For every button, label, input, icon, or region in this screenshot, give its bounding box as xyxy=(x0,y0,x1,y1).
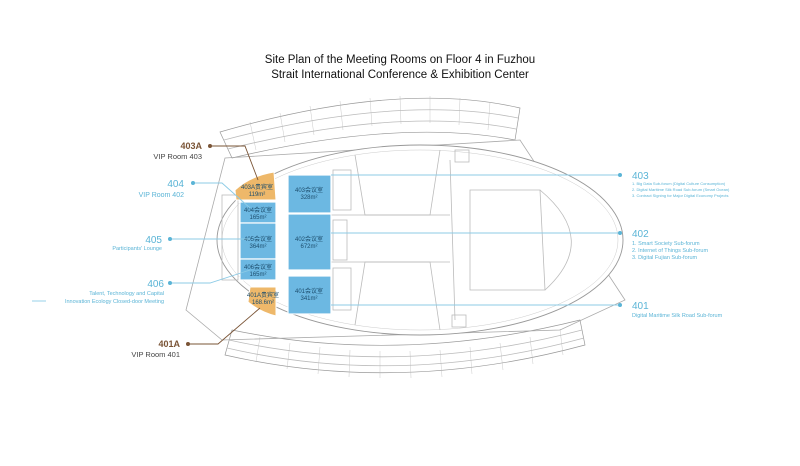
left_labels-l406-desc2: Innovation Ecology Closed-door Meeting xyxy=(65,299,164,305)
room-401a[interactable]: 401A贵宾室 168.6m² xyxy=(247,286,279,317)
label-402: 402 1. Smart Society Sub-forum 2. Intern… xyxy=(632,229,708,261)
right_labels-l402-items-1: 2. Internet of Things Sub-forum xyxy=(632,248,708,254)
label-403a: 403A VIP Room 403 xyxy=(153,141,202,161)
title-line1: Site Plan of the Meeting Rooms on Floor … xyxy=(265,54,535,66)
room-401[interactable]: 401会议室 341m² xyxy=(287,275,332,315)
right_labels-l402-items-2: 3. Digital Fujian Sub-forum xyxy=(632,255,698,261)
left_labels-l404-num: 404 xyxy=(167,179,184,190)
right_labels-l403-items-0: 1. Big Data Sub-forum (Digital Culture C… xyxy=(632,181,726,186)
label-405: 405 Participants' Lounge xyxy=(112,235,162,252)
rooms-r402-area: 672m² xyxy=(300,244,317,250)
title-line2: Strait International Conference & Exhibi… xyxy=(271,69,529,81)
rooms-r403a-area: 119m² xyxy=(249,192,266,198)
outer-boundary xyxy=(185,139,626,341)
rooms-r401-area: 341m² xyxy=(300,296,317,302)
rooms-r405-area: 364m² xyxy=(249,244,266,250)
rooms-r406-area: 165m² xyxy=(249,272,266,278)
top-grandstand xyxy=(219,95,521,159)
rooms-r406-name: 406会议室 xyxy=(244,263,272,271)
left_labels-l403a-num: 403A xyxy=(180,141,202,151)
rooms-r401-name: 401会议室 xyxy=(295,287,323,295)
left_labels-l406-desc1: Talent, Technology and Capital xyxy=(89,291,164,297)
room-403[interactable]: 403会议室 328m² xyxy=(287,174,332,214)
rooms-r401a-name: 401A贵宾室 xyxy=(247,291,279,299)
room-405[interactable]: 405会议室 364m² xyxy=(239,222,277,260)
right_labels-l402-items-0: 1. Smart Society Sub-forum xyxy=(632,241,700,247)
room-402[interactable]: 402会议室 672m² xyxy=(287,213,332,271)
rooms-r403a-name: 403A贵宾室 xyxy=(241,183,273,191)
label-406: 406 Talent, Technology and Capital Innov… xyxy=(65,279,164,305)
right_labels-l403-items-2: 3. Contract Signing for Major Digital Ec… xyxy=(632,193,728,198)
label-401: 401 Digital Maritime Silk Road Sub-forum xyxy=(632,301,723,319)
building-outline xyxy=(216,144,624,336)
left_labels-l405-num: 405 xyxy=(145,235,162,246)
rooms-r403-area: 328m² xyxy=(300,195,317,201)
bottom-grandstand xyxy=(224,319,586,379)
room-406[interactable]: 406会议室 165m² xyxy=(239,258,277,281)
right_labels-l401-desc: Digital Maritime Silk Road Sub-forum xyxy=(632,313,723,319)
rooms-r405-name: 405会议室 xyxy=(244,235,272,243)
left_labels-l406-num: 406 xyxy=(147,279,164,290)
rooms-r403-name: 403会议室 xyxy=(295,186,323,194)
room-403a[interactable]: 403A贵宾室 119m² xyxy=(234,171,277,201)
right_labels-l402-num: 402 xyxy=(632,229,649,240)
rooms-r402-name: 402会议室 xyxy=(295,235,323,243)
left_labels-l401a-num: 401A xyxy=(158,339,180,349)
left_labels-l403a-desc: VIP Room 403 xyxy=(153,152,202,161)
label-401a: 401A VIP Room 401 xyxy=(131,339,180,359)
rooms-r404-area: 165m² xyxy=(249,215,266,221)
interior-structure xyxy=(221,149,572,331)
label-403: 403 1. Big Data Sub-forum (Digital Cultu… xyxy=(632,171,730,198)
left_labels-l404-desc: VIP Room 402 xyxy=(139,192,185,199)
left_labels-l405-desc: Participants' Lounge xyxy=(112,246,162,252)
rooms-r404-name: 404会议室 xyxy=(244,206,272,214)
label-404: 404 VIP Room 402 xyxy=(139,179,185,199)
room-404[interactable]: 404会议室 165m² xyxy=(239,201,277,224)
right_labels-l403-items-1: 2. Digital Maritime Silk Road Sub-forum … xyxy=(632,187,730,192)
right_labels-l401-num: 401 xyxy=(632,301,649,312)
left_labels-l401a-desc: VIP Room 401 xyxy=(131,350,180,359)
right_labels-l403-num: 403 xyxy=(632,171,649,182)
rooms-r401a-area: 168.6m² xyxy=(252,300,274,306)
